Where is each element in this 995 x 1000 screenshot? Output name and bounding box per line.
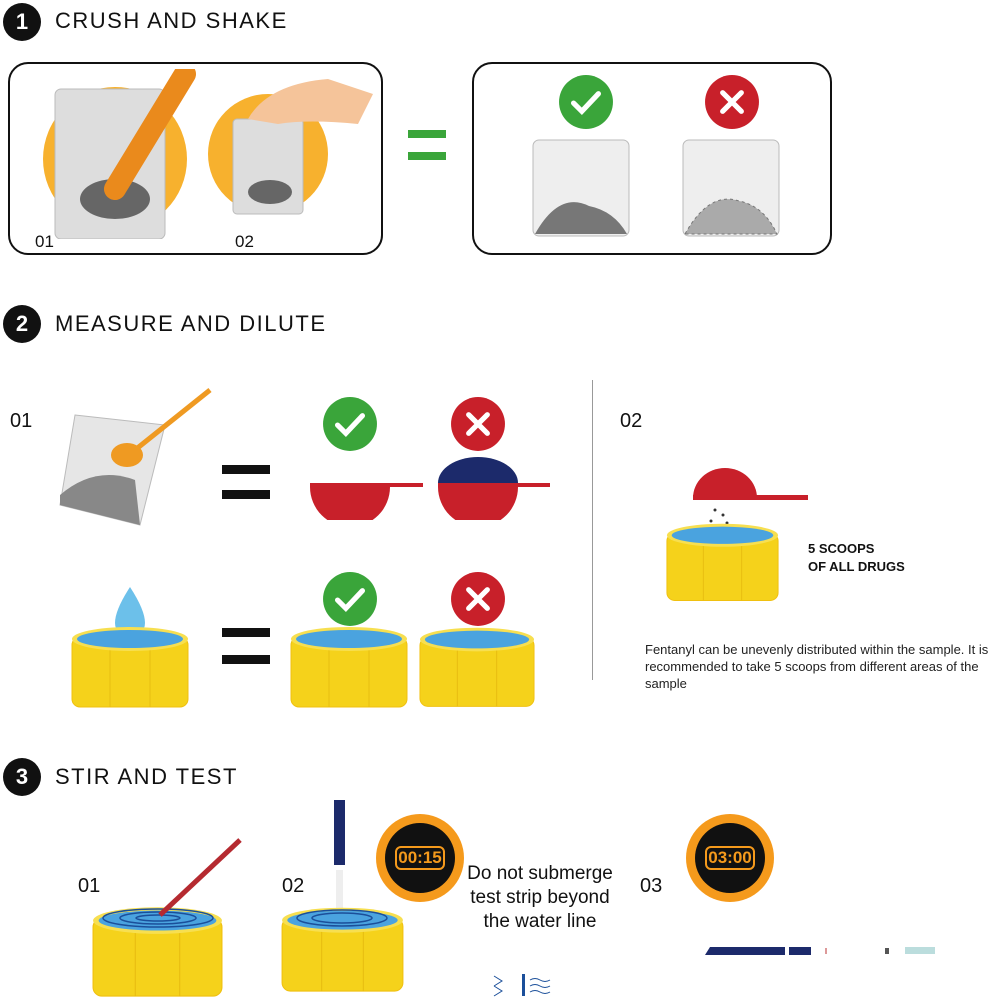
cross-icon [704, 74, 760, 130]
step-2-label-01: 01 [10, 410, 33, 432]
scoops-label-line-2: OF ALL DRUGS [808, 559, 905, 574]
step-2-badge: 2 [3, 305, 41, 343]
fentanyl-note: Fentanyl can be unevenly distributed wit… [645, 642, 989, 691]
equals-icon-bar [408, 152, 446, 160]
water-drop-cup-illustration [71, 587, 189, 708]
crush-shake-panel: 01 02 [8, 62, 383, 255]
step-3-label-03: 03 [640, 875, 663, 897]
equals-icon-bar [222, 655, 270, 664]
scoops-label-line-1: 5 SCOOPS [808, 541, 875, 556]
timer-3min: 03:00 [685, 813, 775, 903]
check-icon [558, 74, 614, 130]
timer-15s: 00:15 [375, 813, 465, 903]
step-2-label-02: 02 [620, 410, 643, 432]
crush-bag-illustration [43, 69, 196, 239]
equals-icon [222, 628, 270, 637]
step-3-badge: 3 [3, 758, 41, 796]
coarse-powder-jar [682, 139, 780, 237]
powder-comparison-panel [472, 62, 832, 255]
test-strips-illustration [705, 947, 935, 955]
scoop-in-jar-illustration [59, 388, 212, 526]
partial-cup [418, 625, 536, 715]
stir-cup-illustration [92, 838, 242, 997]
scoop-comparison [310, 457, 550, 520]
step-3-label-02: 02 [282, 875, 305, 897]
scoops-label: 5 SCOOPS OF ALL DRUGS [808, 540, 905, 576]
equals-icon [222, 465, 270, 474]
check-icon [322, 571, 378, 627]
divider [592, 380, 593, 680]
step-3-title: STIR AND TEST [55, 764, 238, 789]
water-line-icon [493, 974, 551, 997]
test-strip-cup-illustration [281, 800, 404, 992]
equals-icon-bar [222, 490, 270, 499]
step-1-badge: 1 [3, 3, 41, 41]
check-icon [322, 396, 378, 452]
cross-icon [450, 571, 506, 627]
step-1-title: CRUSH AND SHAKE [55, 8, 288, 33]
timer-value: 00:15 [395, 846, 445, 870]
step-3-label-01: 01 [78, 875, 101, 897]
equals-icon [408, 130, 446, 138]
shake-bag-illustration [208, 79, 373, 215]
submerge-warning: Do not submerge test strip beyond the wa… [467, 863, 613, 932]
step-1-label-02: 02 [235, 232, 254, 251]
timer-value: 03:00 [705, 846, 755, 870]
full-cup [288, 625, 410, 715]
step-1-label-01: 01 [35, 232, 54, 251]
step-2-title: MEASURE AND DILUTE [55, 311, 327, 336]
scoop-pour-illustration [666, 468, 808, 602]
cross-icon [450, 396, 506, 452]
fine-powder-jar [532, 139, 630, 237]
